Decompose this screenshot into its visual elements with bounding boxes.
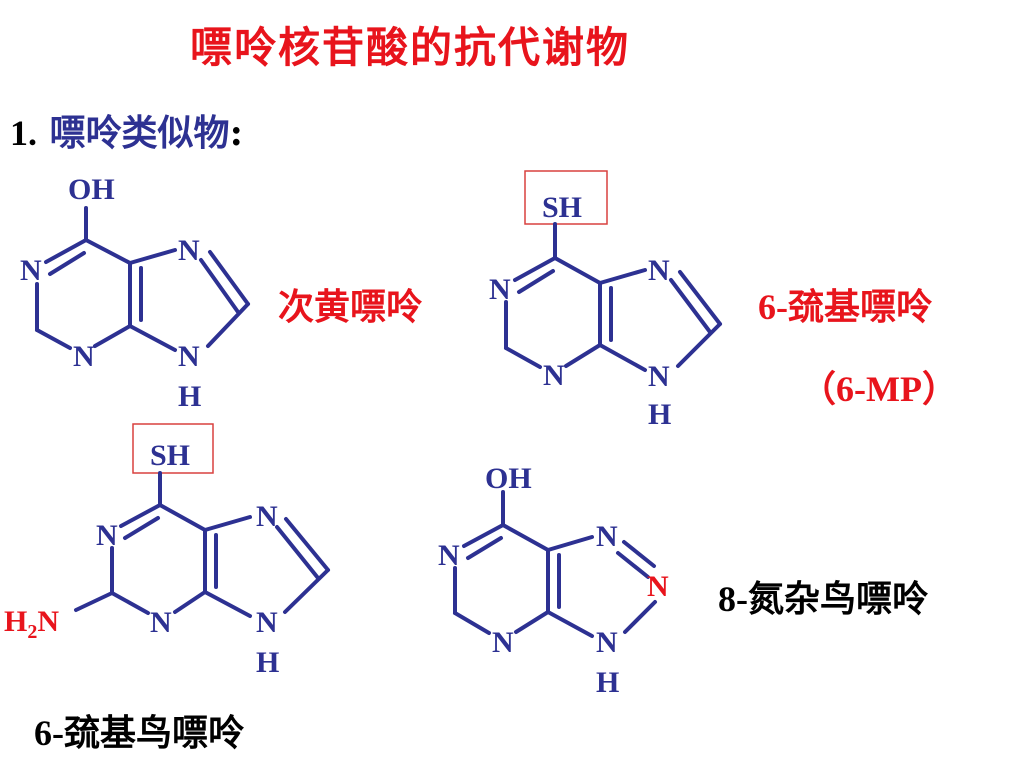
amino-h: H bbox=[4, 605, 27, 638]
hypoxanthine-structure: OH N N N N H bbox=[20, 173, 250, 413]
azaguanine-h: H bbox=[596, 666, 619, 699]
hypoxanthine-h: H bbox=[178, 380, 201, 413]
amino-subscript: 2 bbox=[27, 621, 37, 643]
heading-colon: : bbox=[229, 112, 243, 154]
mercaptopurine-n3: N bbox=[543, 359, 565, 392]
azaguanine-n9: N bbox=[596, 626, 618, 659]
thioguanine-h: H bbox=[256, 646, 279, 679]
mercaptopurine-sh: SH bbox=[542, 191, 582, 224]
amino-n: N bbox=[37, 605, 59, 638]
azaguanine-n1: N bbox=[438, 539, 460, 572]
azaguanine-label-prefix: 8- bbox=[718, 579, 748, 619]
mercaptopurine-bonds bbox=[504, 222, 722, 372]
mercaptopurine-structure: SH N N N N H bbox=[489, 170, 722, 431]
mercaptopurine-n9: N bbox=[648, 360, 670, 393]
thioguanine-bonds bbox=[74, 471, 330, 618]
mercaptopurine-abbrev: （6-MP） bbox=[800, 369, 958, 409]
hypoxanthine-n3: N bbox=[73, 340, 95, 373]
section-heading: 1. 嘌呤类似物: bbox=[10, 104, 243, 156]
azaguanine-n3: N bbox=[492, 626, 514, 659]
thioguanine-label-prefix: 6- bbox=[34, 713, 64, 753]
thioguanine-n1: N bbox=[96, 519, 118, 552]
hypoxanthine-n9: N bbox=[178, 340, 200, 373]
mercaptopurine-label-name: 巯基嘌呤 bbox=[788, 286, 933, 328]
azaguanine-n8: N bbox=[647, 570, 669, 603]
sh-highlight-box bbox=[132, 423, 214, 474]
azaguanine-oh: OH bbox=[485, 462, 532, 495]
azaguanine-structure: OH N N N N N H bbox=[438, 462, 669, 699]
mercaptopurine-h: H bbox=[648, 398, 671, 431]
azaguanine-label-name: 氮杂鸟嘌呤 bbox=[748, 578, 929, 620]
mercaptopurine-n1: N bbox=[489, 273, 511, 306]
hypoxanthine-label: 次黄嘌呤 bbox=[278, 286, 423, 328]
mercaptopurine-label-prefix: 6- bbox=[758, 287, 788, 327]
thioguanine-n9: N bbox=[256, 606, 278, 639]
hypoxanthine-oh: OH bbox=[68, 173, 115, 206]
thioguanine-n3: N bbox=[150, 606, 172, 639]
amino-group: H2N bbox=[4, 605, 59, 643]
azaguanine-n7: N bbox=[596, 520, 618, 553]
thioguanine-sh: SH bbox=[150, 439, 190, 472]
heading-text: 嘌呤类似物 bbox=[49, 112, 230, 154]
page-title: 嘌呤核苷酸的抗代谢物 bbox=[189, 23, 630, 72]
thioguanine-label-name: 巯基鸟嘌呤 bbox=[64, 712, 245, 754]
azaguanine-label: 8-氮杂鸟嘌呤 bbox=[718, 570, 928, 622]
hypoxanthine-bonds bbox=[35, 206, 250, 352]
thioguanine-n7: N bbox=[256, 500, 278, 533]
thioguanine-structure: SH N N N N H H2N bbox=[4, 423, 330, 679]
mercaptopurine-n7: N bbox=[648, 254, 670, 287]
hypoxanthine-n7: N bbox=[178, 234, 200, 267]
hypoxanthine-n1: N bbox=[20, 254, 42, 287]
azaguanine-bonds bbox=[453, 490, 657, 638]
heading-number: 1. bbox=[10, 113, 37, 153]
mercaptopurine-label: 6-巯基嘌呤 bbox=[758, 278, 932, 330]
thioguanine-label: 6-巯基鸟嘌呤 bbox=[34, 704, 244, 756]
sh-highlight-box bbox=[524, 170, 608, 225]
